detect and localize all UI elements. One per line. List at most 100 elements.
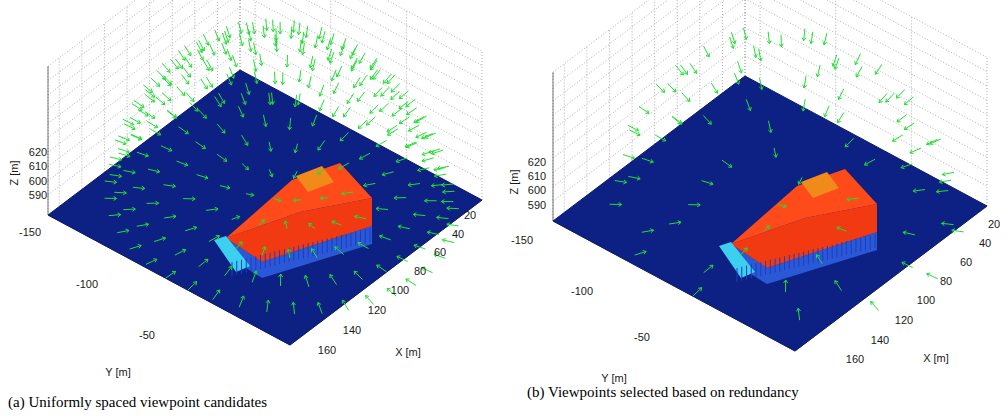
viewpoint-arrow bbox=[342, 300, 348, 310]
viewpoint-arrow bbox=[123, 191, 126, 195]
viewpoint-arrow bbox=[832, 63, 836, 66]
viewpoint-arrow bbox=[399, 101, 408, 108]
viewpoint-arrow bbox=[236, 216, 240, 220]
viewpoint-arrow bbox=[902, 262, 906, 266]
building-face bbox=[296, 166, 334, 192]
viewpoint-arrow bbox=[784, 280, 788, 283]
ground-stroke bbox=[855, 239, 856, 253]
viewpoint-arrow bbox=[156, 201, 159, 205]
viewpoint-arrow bbox=[284, 221, 288, 224]
viewpoint-arrow bbox=[270, 101, 274, 104]
ground-stroke bbox=[260, 255, 261, 269]
viewpoint-arrow bbox=[167, 97, 171, 100]
ground-points bbox=[737, 234, 875, 282]
viewpoint-arrow bbox=[864, 159, 875, 165]
viewpoint-arrow bbox=[399, 95, 403, 98]
viewpoint-arrow bbox=[360, 76, 367, 86]
viewpoint-arrow bbox=[184, 162, 188, 166]
viewpoint-arrow bbox=[196, 42, 202, 53]
viewpoint-arrow bbox=[156, 97, 165, 105]
ground-stroke bbox=[813, 249, 814, 263]
viewpoint-arrow bbox=[886, 93, 894, 102]
tick-label: -50 bbox=[139, 329, 155, 341]
viewpoint-arrow bbox=[407, 111, 411, 114]
viewpoint-arrow bbox=[684, 71, 687, 75]
viewpoint-arrow bbox=[383, 80, 386, 84]
building-face bbox=[214, 236, 250, 272]
viewpoint-arrow bbox=[837, 119, 840, 123]
viewpoint-arrow bbox=[327, 57, 331, 60]
ground-stroke bbox=[246, 258, 247, 272]
viewpoint-arrow bbox=[279, 274, 283, 277]
viewpoint-arrow bbox=[321, 40, 325, 43]
viewpoint-arrow bbox=[262, 34, 266, 37]
grid-line bbox=[81, 41, 82, 190]
building-model bbox=[719, 169, 877, 284]
viewpoint-arrow bbox=[366, 295, 374, 304]
viewpoint-arrow bbox=[343, 113, 346, 117]
viewpoint-arrow bbox=[371, 60, 378, 70]
building-face bbox=[801, 172, 839, 198]
ground-stroke bbox=[860, 238, 861, 252]
grid-line bbox=[59, 58, 60, 207]
ground-stroke bbox=[784, 256, 785, 270]
viewpoint-arrow bbox=[175, 65, 178, 69]
viewpoint-arrow bbox=[399, 120, 403, 123]
viewpoint-arrow bbox=[287, 249, 291, 252]
viewpoint-arrow bbox=[273, 81, 277, 84]
viewpoint-arrow bbox=[285, 64, 289, 67]
viewpoint-arrow bbox=[185, 130, 189, 133]
viewpoint-arrow bbox=[199, 40, 205, 51]
viewpoint-arrow bbox=[650, 159, 653, 163]
ground-stroke bbox=[284, 249, 285, 263]
viewpoint-arrow bbox=[330, 275, 333, 279]
viewpoint-arrow bbox=[864, 162, 868, 166]
ground-stroke bbox=[760, 262, 761, 276]
viewpoint-arrow bbox=[672, 117, 681, 124]
viewpoint-arrow bbox=[173, 114, 177, 117]
viewpoint-arrow bbox=[422, 152, 425, 156]
ground-stroke bbox=[331, 237, 332, 251]
viewpoint-arrow bbox=[396, 158, 407, 162]
viewpoint-arrow bbox=[241, 296, 245, 300]
viewpoint-arrow bbox=[358, 125, 362, 129]
viewpoint-arrow bbox=[185, 80, 188, 84]
ground-stroke bbox=[870, 235, 871, 249]
viewpoint-arrow bbox=[764, 226, 769, 232]
viewpoint-arrow bbox=[714, 90, 717, 94]
viewpoint-arrow bbox=[688, 204, 700, 205]
viewpoint-arrow bbox=[414, 117, 424, 123]
viewpoint-arrow bbox=[137, 152, 148, 156]
tick-label: 590 bbox=[528, 199, 546, 211]
viewpoint-arrow bbox=[351, 67, 355, 71]
viewpoint-arrow bbox=[288, 127, 292, 130]
viewpoint-arrow bbox=[803, 85, 807, 88]
tick-label: 120 bbox=[368, 304, 386, 316]
viewpoint-arrow bbox=[856, 66, 862, 77]
viewpoint-arrow bbox=[399, 91, 408, 99]
ground-stroke bbox=[251, 257, 252, 271]
viewpoint-arrow bbox=[802, 108, 806, 111]
grid-line bbox=[745, 0, 987, 57]
viewpoint-arrow bbox=[704, 46, 710, 57]
ground-stroke bbox=[298, 246, 299, 260]
viewpoint-arrow bbox=[376, 207, 379, 211]
grid-line bbox=[217, 0, 218, 87]
viewpoint-arrow bbox=[309, 223, 315, 228]
viewpoint-arrow bbox=[317, 169, 324, 174]
viewpoint-arrow bbox=[662, 138, 666, 142]
viewpoint-arrow bbox=[405, 142, 416, 147]
viewpoint-arrow bbox=[319, 107, 323, 111]
viewpoint-arrow bbox=[223, 51, 227, 55]
viewpoint-arrow bbox=[824, 113, 828, 117]
ground-stroke bbox=[798, 253, 799, 267]
ground-stroke bbox=[779, 257, 780, 271]
viewpoint-arrow bbox=[177, 161, 188, 165]
grid-line bbox=[745, 0, 987, 72]
viewpoint-arrow bbox=[748, 107, 752, 111]
viewpoint-arrow bbox=[172, 184, 175, 188]
building-face bbox=[226, 163, 372, 238]
viewpoint-arrow bbox=[206, 77, 212, 87]
viewpoint-arrow bbox=[347, 93, 354, 103]
viewpoint-arrow bbox=[354, 215, 357, 219]
